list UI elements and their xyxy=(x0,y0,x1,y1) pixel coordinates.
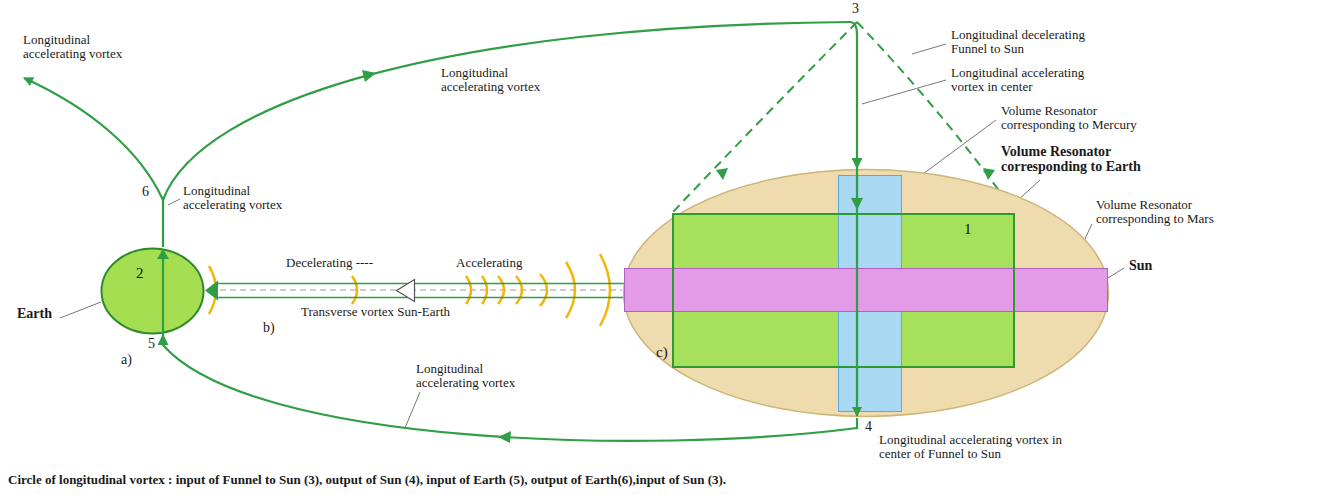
callout-number: a) xyxy=(120,352,133,367)
vortex-through-earth xyxy=(162,249,164,335)
label-text: Longitudinal accelerating vortex in cent… xyxy=(950,66,1112,95)
wave-arcs xyxy=(209,254,610,326)
earth-outline xyxy=(100,247,205,335)
label-text: Longitudinal accelerating vortex xyxy=(182,184,302,213)
label-text: Accelerating xyxy=(455,256,523,270)
node-number: c) xyxy=(656,344,668,361)
transverse-line xyxy=(217,283,624,285)
hollow-arrow xyxy=(397,280,415,302)
arrow-head xyxy=(205,281,218,301)
label-text: Transverse vortex Sun-Earth xyxy=(300,305,451,319)
sun-ellipse: c) 1 xyxy=(622,168,1110,418)
node-number: 2 xyxy=(136,265,144,282)
funnel-arrow xyxy=(983,168,995,180)
label-text: Longitudinal decelerating Funnel to Sun xyxy=(950,28,1102,57)
callout-number: 4 xyxy=(864,419,873,434)
leader-lines xyxy=(60,44,1124,428)
earth-body xyxy=(102,249,204,334)
caption-text: Circle of longitudinal vortex : input of… xyxy=(8,472,726,488)
resonator-outline xyxy=(673,214,1014,367)
label-text: Volume Resonator corresponding to Earth xyxy=(1000,144,1167,175)
callout-number: 6 xyxy=(141,184,150,199)
callout-number: b) xyxy=(262,320,276,335)
earth-ellipse: 2 xyxy=(100,247,205,335)
mars-band xyxy=(624,268,1108,312)
node-number: 1 xyxy=(964,221,972,238)
transverse-line xyxy=(217,297,624,299)
label-text: Longitudinal accelerating vortex xyxy=(22,33,142,62)
label-text: Longitudinal accelerating vortex xyxy=(440,66,560,95)
label-text: Decelerating ---- xyxy=(285,256,374,270)
callout-number: 3 xyxy=(851,1,860,16)
flow-arrow xyxy=(851,198,863,210)
funnel-arrow xyxy=(716,168,728,180)
flow-arrow xyxy=(157,249,169,259)
label-text: Volume Resonator corresponding to Mars xyxy=(1095,198,1247,227)
sun-overlay xyxy=(622,168,1110,418)
sun-body xyxy=(624,170,1109,417)
callout-number: 5 xyxy=(147,336,156,351)
label-text: Earth xyxy=(16,306,53,321)
label-text: Longitudinal accelerating vortex xyxy=(415,362,535,391)
label-text: Longitudinal accelerating vortex in cent… xyxy=(878,433,1075,462)
vortex-branch xyxy=(24,78,163,200)
label-text: Volume Resonator corresponding to Mercur… xyxy=(1000,104,1152,133)
axis-line xyxy=(210,290,622,291)
transverse-connector xyxy=(205,280,624,302)
label-text: Sun xyxy=(1128,258,1153,273)
